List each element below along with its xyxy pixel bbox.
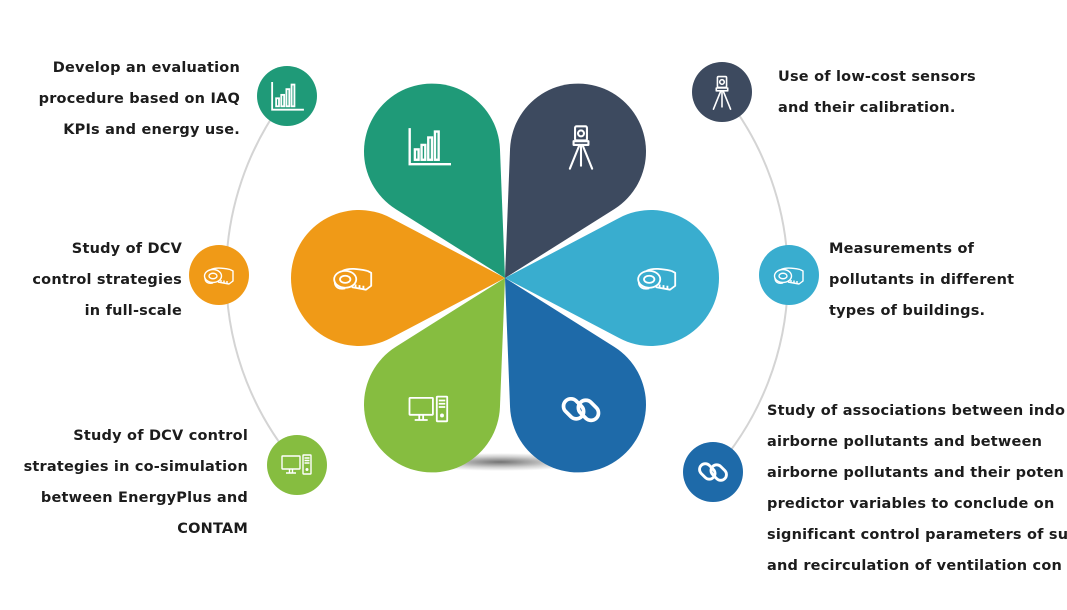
text-line: predictor variables to conclude on [767,496,1055,512]
text-line: strategies in co-simulation [23,459,248,475]
text-line: Develop an evaluation [52,60,240,76]
text-line: CONTAM [177,521,248,537]
text-line: control strategies [32,272,182,288]
left-item-2-text: Study of DCV control strategies in full-… [32,234,182,327]
petals-group [290,83,720,473]
left-node-circle [189,245,249,305]
right-item-2-text: Measurements of pollutants in different … [829,234,1014,327]
right-node-3 [683,442,743,502]
left-node-2 [189,245,249,305]
right-node-circle [683,442,743,502]
left-node-1 [257,66,317,126]
text-line: Study of DCV [71,241,182,257]
text-line: airborne pollutants and between [767,434,1043,450]
petal-sensor [505,83,646,278]
text-line: procedure based on IAQ [38,91,240,107]
left-item-1-text: Develop an evaluation procedure based on… [39,53,240,146]
text-line: in full-scale [84,303,182,319]
left-item-3-text: Study of DCV control strategies in co-si… [24,421,248,545]
text-line: Use of low-cost sensors [778,69,976,85]
text-line: KPIs and energy use. [63,122,240,138]
text-line: airborne pollutants and their poten [767,465,1065,481]
text-line: Study of associations between indo [767,403,1066,419]
text-line: Measurements of [829,241,975,257]
petal-link [505,278,646,473]
text-line: and their calibration. [778,100,956,116]
text-line: types of buildings. [829,303,986,319]
text-line: pollutants in different [829,272,1015,288]
petal-measure-right [505,209,720,347]
right-node-circle [759,245,819,305]
right-node-1 [692,62,752,122]
right-node-2 [759,245,819,305]
petal-computer [364,278,505,473]
right-item-3-text: Study of associations between indo airbo… [767,396,1067,582]
text-line: and recirculation of ventilation con [767,558,1063,574]
petal-measure-left [290,209,505,347]
left-node-3 [267,435,327,495]
nodes-group [189,62,819,502]
text-line: Study of DCV control [73,428,248,444]
petal-chart [364,83,505,279]
right-item-1-text: Use of low-cost sensors and their calibr… [778,62,976,124]
left-node-circle [267,435,327,495]
text-line: between EnergyPlus and [40,490,248,506]
text-line: significant control parameters of su [767,527,1067,543]
